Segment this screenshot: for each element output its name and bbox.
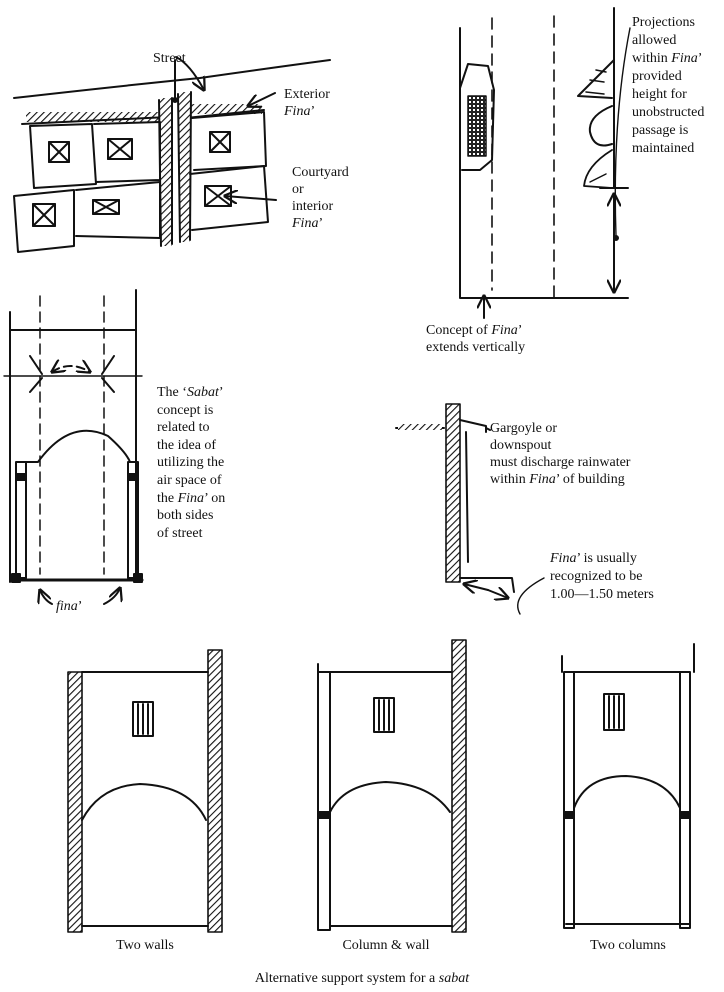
vertical-line-1-pre: Concept of	[426, 323, 488, 338]
exterior-fina-term: Fina	[284, 104, 311, 119]
courtyard-fina-label: Courtyard or interior Fina’	[292, 165, 349, 231]
sabat-line-9: of street	[157, 525, 203, 541]
fina-lower-term: fina	[56, 599, 78, 614]
projections-line-8: maintained	[632, 141, 695, 156]
gargoyle-note: Gargoyle or downspout must discharge rai…	[490, 421, 631, 487]
sabat-term: Sabat	[186, 385, 219, 400]
vertical-fina-caption: Concept of Fina’ extends vertically	[426, 323, 526, 355]
projections-line-6: unobstructed	[632, 105, 705, 120]
projections-line-3-pre: within	[632, 51, 668, 66]
option-column-wall-sketch	[317, 639, 467, 933]
gargoyle-fina-term: Fina	[529, 472, 556, 487]
sabat-line-8: both sides	[157, 508, 214, 524]
caption-two-columns: Two columns	[590, 938, 666, 953]
caption-column-wall: Column & wall	[342, 938, 430, 953]
projections-line-1: Projections	[632, 15, 695, 30]
sabat-line-3: related to	[157, 420, 210, 436]
vertical-fina-sketch	[459, 7, 631, 319]
figure-caption-text: Alternative support system for a	[254, 971, 436, 986]
projections-line-4: provided	[632, 69, 682, 84]
sabat-line-1-pre: The	[157, 385, 179, 400]
courtyard-line-1: Courtyard	[292, 165, 349, 180]
site-plan-sketch	[13, 56, 331, 253]
sabat-line-5: utilizing the	[157, 455, 225, 471]
projections-fina-term: Fina	[671, 51, 698, 66]
projections-line-7: passage is	[632, 123, 689, 138]
sabat-line-7-pre: the	[157, 490, 175, 506]
gargoyle-line-3: must discharge rainwater	[490, 455, 631, 470]
sabat-line-2: concept is	[157, 402, 214, 418]
projections-line-5: height for	[632, 87, 687, 102]
courtyard-line-2: or	[292, 182, 304, 197]
figure-caption: Alternative support system for a sabat	[200, 970, 524, 987]
option-two-walls-sketch	[67, 649, 223, 933]
street-label: Street	[153, 51, 186, 66]
sabat-fina-term: Fina	[177, 490, 205, 506]
courtyard-line-3: interior	[292, 199, 334, 214]
fina-width-term: Fina	[550, 551, 577, 566]
gargoyle-line-1: Gargoyle or	[490, 421, 557, 436]
gargoyle-section-sketch	[395, 403, 545, 615]
exterior-fina-label: Exterior Fina’	[284, 87, 330, 119]
sabat-concept-sketch	[3, 289, 144, 605]
sabat-concept-note: The ‘Sabat’ concept is related to the id…	[157, 385, 226, 541]
fina-width-line-2: recognized to be	[550, 569, 643, 584]
exterior-text: Exterior	[284, 87, 330, 102]
gargoyle-line-4-pre: within	[490, 472, 526, 487]
sabat-line-6: air space of	[157, 472, 222, 488]
sabat-line-7-post: on	[211, 490, 226, 506]
option-two-columns-sketch	[561, 643, 695, 929]
vertical-line-2: extends vertically	[426, 340, 526, 355]
gargoyle-line-2: downspout	[490, 438, 552, 453]
fina-width-arrow-label: fina’	[56, 599, 83, 614]
fina-width-line-1-post: is usually	[583, 551, 637, 566]
projections-line-2: allowed	[632, 33, 677, 48]
fina-width-line-3: 1.00—1.50 meters	[550, 587, 654, 602]
gargoyle-line-4-post: of building	[562, 472, 625, 487]
figure-caption-term: sabat	[438, 971, 470, 986]
projections-label: Projections allowed within Fina’ provide…	[632, 15, 705, 156]
fina-width-note: Fina’ is usually recognized to be 1.00—1…	[550, 551, 654, 602]
sabat-line-4: the idea of	[157, 437, 217, 453]
caption-two-walls: Two walls	[116, 938, 174, 953]
vertical-fina-term: Fina	[491, 323, 518, 338]
courtyard-fina-term: Fina	[292, 216, 319, 231]
